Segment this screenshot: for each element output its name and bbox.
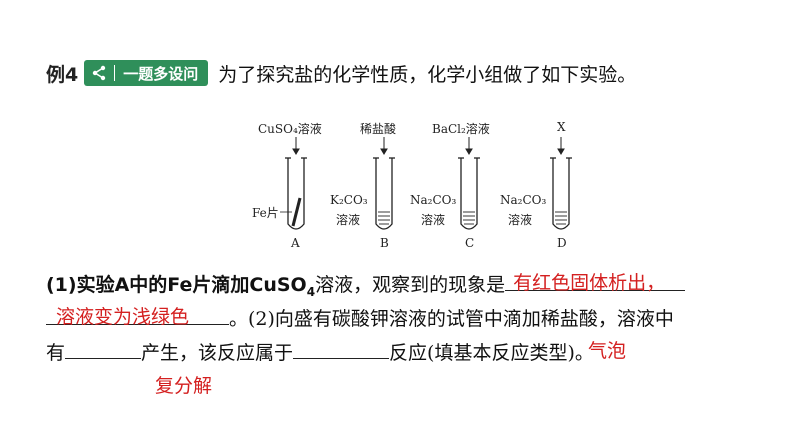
tube-c <box>458 157 480 230</box>
q2-line3-c: 反应(填基本反应类型)。 <box>389 342 594 364</box>
title-row: 例4 一题多设问 为了探究盐的化学性质，化学小组做了如下实验。 <box>46 56 636 90</box>
tube-b-content-line2: 溶液 <box>336 213 361 227</box>
answer-blank-2[interactable] <box>65 338 142 359</box>
reagent-label-d: X <box>557 120 566 134</box>
reagent-label-b: 稀盐酸 <box>360 122 397 136</box>
tube-c-content-line2: 溶液 <box>421 213 446 227</box>
q1-subscript: 4 <box>306 284 316 299</box>
question-line-3: 有 产生，该反应属于 反应(填基本反应类型)。 <box>46 338 594 365</box>
q1-mid: 溶液，观察到的现象是 <box>315 274 506 296</box>
question-line-1: (1)实验A中的Fe片滴加CuSO4溶液，观察到的现象是有红色固体析出， <box>46 270 686 299</box>
tube-d <box>550 157 572 230</box>
reagent-label-a: CuSO₄溶液 <box>258 122 322 136</box>
intro-text: 为了探究盐的化学性质，化学小组做了如下实验。 <box>218 63 637 86</box>
tube-label-c: C <box>465 236 475 250</box>
tube-d-content-line1: Na₂CO₃ <box>500 193 547 207</box>
tube-b-content-line1: K₂CO₃ <box>330 193 368 207</box>
answer-blank-3[interactable] <box>293 338 390 359</box>
q2-line3-b: 产生，该反应属于 <box>141 342 294 364</box>
q2-prefix: 。(2)向盛有碳酸钾溶液的试管中滴加稀盐酸，溶液中 <box>229 308 674 330</box>
answer-1-part2: 溶液变为浅绿色 <box>56 306 190 328</box>
tube-d-content-line2: 溶液 <box>508 213 533 227</box>
tube-b <box>373 157 395 230</box>
tube-label-d: D <box>557 236 567 250</box>
answer-blank-1b[interactable]: 溶液变为浅绿色 <box>46 304 229 328</box>
question-badge[interactable]: 一题多设问 <box>84 60 209 86</box>
question-line-2: 溶液变为浅绿色 。(2)向盛有碳酸钾溶液的试管中滴加稀盐酸，溶液中 <box>46 304 674 331</box>
share-icon[interactable] <box>88 62 110 84</box>
tube-label-b: B <box>380 236 389 250</box>
reagent-label-c: BaCl₂溶液 <box>432 122 490 136</box>
tubes-drawing <box>280 137 572 230</box>
example-label: 例4 <box>46 63 79 86</box>
badge-divider <box>114 65 116 81</box>
experiment-diagram: CuSO₄溶液 稀盐酸 BaCl₂溶液 X <box>252 120 572 250</box>
q1-prefix: (1)实验A中的Fe片滴加CuSO <box>46 274 307 296</box>
tube-c-content-line1: Na₂CO₃ <box>410 193 457 207</box>
tube-a-content: Fe片 <box>252 206 279 220</box>
tube-a <box>280 157 307 230</box>
badge-label: 一题多设问 <box>123 64 199 83</box>
answer-blank-1a[interactable]: 有红色固体析出， <box>505 270 686 294</box>
tube-label-a: A <box>291 236 300 250</box>
answer-1-part1: 有红色固体析出， <box>513 272 666 294</box>
answer-2: 气泡 <box>588 340 627 362</box>
q2-line3-a: 有 <box>46 342 66 364</box>
answer-3: 复分解 <box>155 375 213 397</box>
